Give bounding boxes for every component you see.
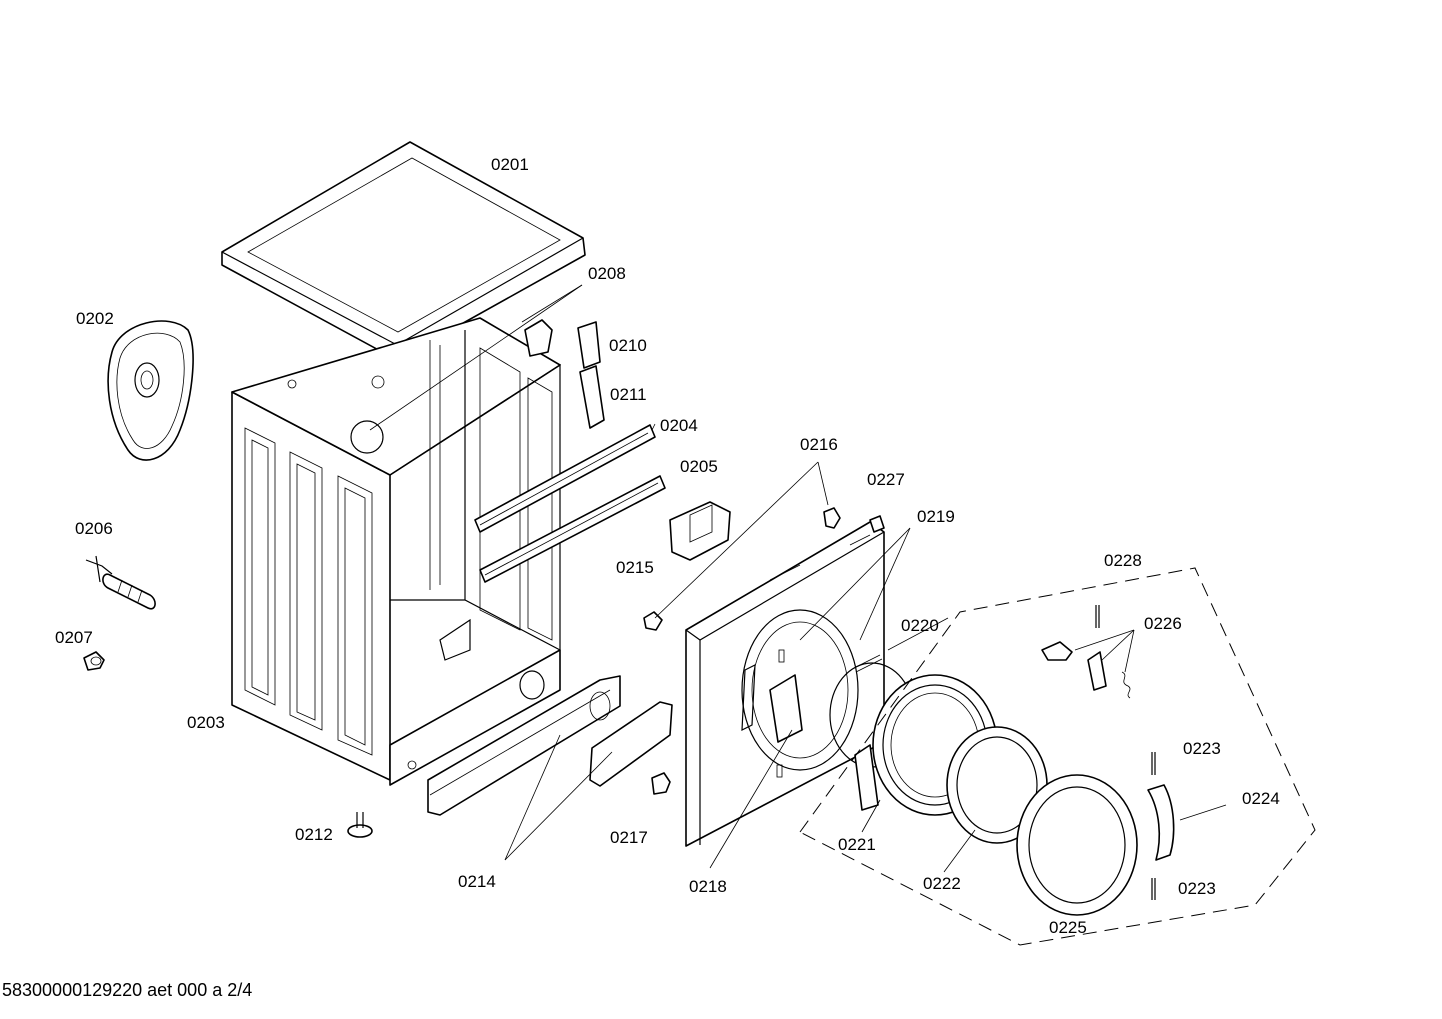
callout-0214: 0214 xyxy=(458,872,496,891)
callout-0215: 0215 xyxy=(616,558,654,577)
callout-0210: 0210 xyxy=(609,336,647,355)
part-0204-rail xyxy=(474,424,656,533)
part-0208-bracket xyxy=(524,319,553,357)
part-0218-front-panel xyxy=(685,521,885,847)
callout-0217: 0217 xyxy=(610,828,648,847)
part-0219-spring xyxy=(853,654,883,673)
callout-0220: 0220 xyxy=(901,616,939,635)
callout-0227: 0227 xyxy=(867,470,905,489)
part-0202-rear-cover xyxy=(107,320,194,461)
callout-0202: 0202 xyxy=(76,309,114,328)
callout-0221: 0221 xyxy=(838,835,876,854)
callout-0205: 0205 xyxy=(680,457,718,476)
callout-0208: 0208 xyxy=(588,264,626,283)
part-0201-worktop xyxy=(221,141,586,361)
part-0224-handle xyxy=(1147,784,1175,861)
callout-0201: 0201 xyxy=(491,155,529,174)
part-0212-foot xyxy=(347,812,373,838)
part-0214-kickplate-left xyxy=(427,675,621,816)
callout-0206: 0206 xyxy=(75,519,113,538)
callout-0224: 0224 xyxy=(1242,789,1280,808)
part-0226-hinge-parts xyxy=(1041,605,1131,699)
callout-0212: 0212 xyxy=(295,825,333,844)
part-0205-rail xyxy=(479,475,666,583)
callout-0211: 0211 xyxy=(610,385,647,404)
callout-0204: 0204 xyxy=(660,416,698,435)
part-0206-filter xyxy=(85,555,156,610)
callout-0219: 0219 xyxy=(917,507,955,526)
part-0211-lock xyxy=(579,365,605,429)
part-0225-door-ring xyxy=(1016,774,1138,916)
leader-lines xyxy=(369,284,1227,873)
part-0203-cabinet xyxy=(231,317,561,786)
part-0216-clip-a xyxy=(643,611,663,631)
callout-0223-lower: 0223 xyxy=(1178,879,1216,898)
callout-0203: 0203 xyxy=(187,713,225,732)
callout-0228: 0228 xyxy=(1104,551,1142,570)
group-0228-door-assembly xyxy=(799,567,1316,946)
document-footer-code: 58300000129220 aet 000 a 2/4 xyxy=(2,980,253,1000)
callout-0223-upper: 0223 xyxy=(1183,739,1221,758)
part-0207-plug xyxy=(83,651,105,671)
part-0223-pins xyxy=(1151,752,1156,900)
callout-0216: 0216 xyxy=(800,435,838,454)
part-0216-clip-b xyxy=(823,507,841,529)
part-0215-door-lock xyxy=(669,501,731,561)
callout-0225: 0225 xyxy=(1049,918,1087,937)
callout-0207: 0207 xyxy=(55,628,93,647)
part-0217-knob xyxy=(651,772,671,795)
callout-0222: 0222 xyxy=(923,874,961,893)
callout-0218: 0218 xyxy=(689,877,727,896)
part-0227-clip xyxy=(869,515,885,533)
callout-0226: 0226 xyxy=(1144,614,1182,633)
part-0214-kickplate-right xyxy=(589,701,673,787)
part-0210-hinge xyxy=(577,321,601,369)
